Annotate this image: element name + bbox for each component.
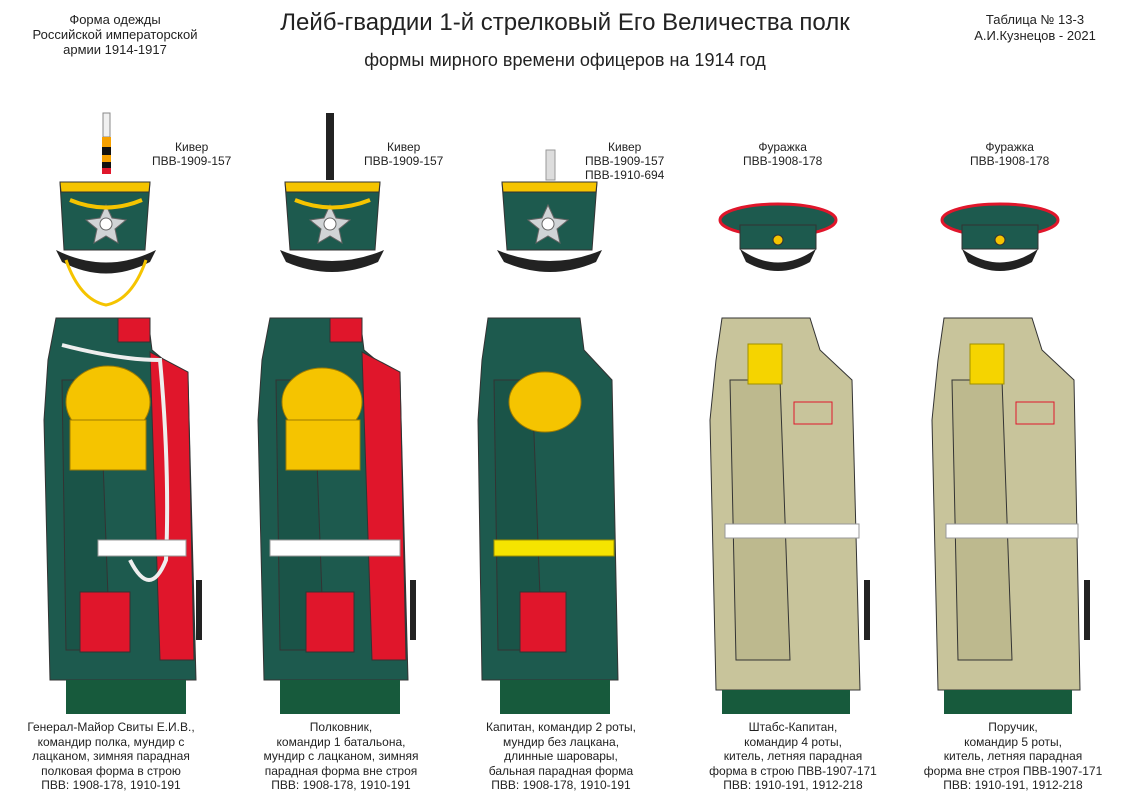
- author-year: А.И.Кузнецов - 2021: [974, 28, 1096, 43]
- caption-5: Поручик, командир 5 роты, китель, летняя…: [923, 720, 1103, 793]
- shako-3: [497, 181, 602, 272]
- tunic-5: [931, 317, 1090, 714]
- shako-plume-1: [102, 112, 111, 174]
- header-left-line: Форма одежды: [69, 12, 161, 27]
- figure-4: [709, 202, 870, 714]
- caption-2: Полковник, командир 1 батальона, мундир …: [263, 720, 419, 793]
- cap-4: [718, 202, 838, 271]
- shako-plume-2: [326, 113, 334, 180]
- shako-plume-3: [545, 149, 556, 181]
- figure-2: [257, 113, 416, 714]
- figure-3: [477, 149, 619, 714]
- table-number: Таблица № 13-3: [985, 12, 1085, 27]
- hat-label-5: Фуражка ПВВ-1908-178: [970, 140, 1050, 168]
- hat-label-4: Фуражка ПВВ-1908-178: [743, 140, 823, 168]
- hat-label-2: Кивер ПВВ-1909-157: [364, 140, 444, 168]
- header-left-block: Форма одежды Российской императорской ар…: [20, 12, 210, 57]
- page-subtitle: формы мирного времени офицеров на 1914 г…: [364, 50, 766, 70]
- tunic-4: [709, 317, 870, 714]
- hat-label-3: Кивер ПВВ-1909-157 ПВВ-1910-694: [585, 140, 665, 182]
- header-left-line: армии 1914-1917: [63, 42, 167, 57]
- caption-1: Генерал-Майор Свиты Е.И.В., командир пол…: [27, 720, 195, 793]
- hat-label-1: Кивер ПВВ-1909-157: [152, 140, 232, 168]
- shako-2: [280, 181, 384, 272]
- uniform-3: [477, 317, 619, 714]
- uniform-2: [257, 317, 416, 714]
- header-right-block: Таблица № 13-3 А.И.Кузнецов - 2021: [955, 12, 1115, 44]
- page-title: Лейб-гвардии 1-й стрелковый Его Величест…: [280, 9, 850, 36]
- caption-4: Штабс-Капитан, командир 4 роты, китель, …: [709, 720, 877, 793]
- uniform-1: [43, 317, 202, 714]
- shako-1: [56, 181, 156, 307]
- cap-5: [940, 202, 1060, 271]
- figure-1: [43, 112, 202, 714]
- figure-5: [931, 202, 1090, 714]
- caption-3: Капитан, командир 2 роты, мундир без лац…: [485, 720, 637, 793]
- header-left-line: Российской императорской: [32, 27, 198, 42]
